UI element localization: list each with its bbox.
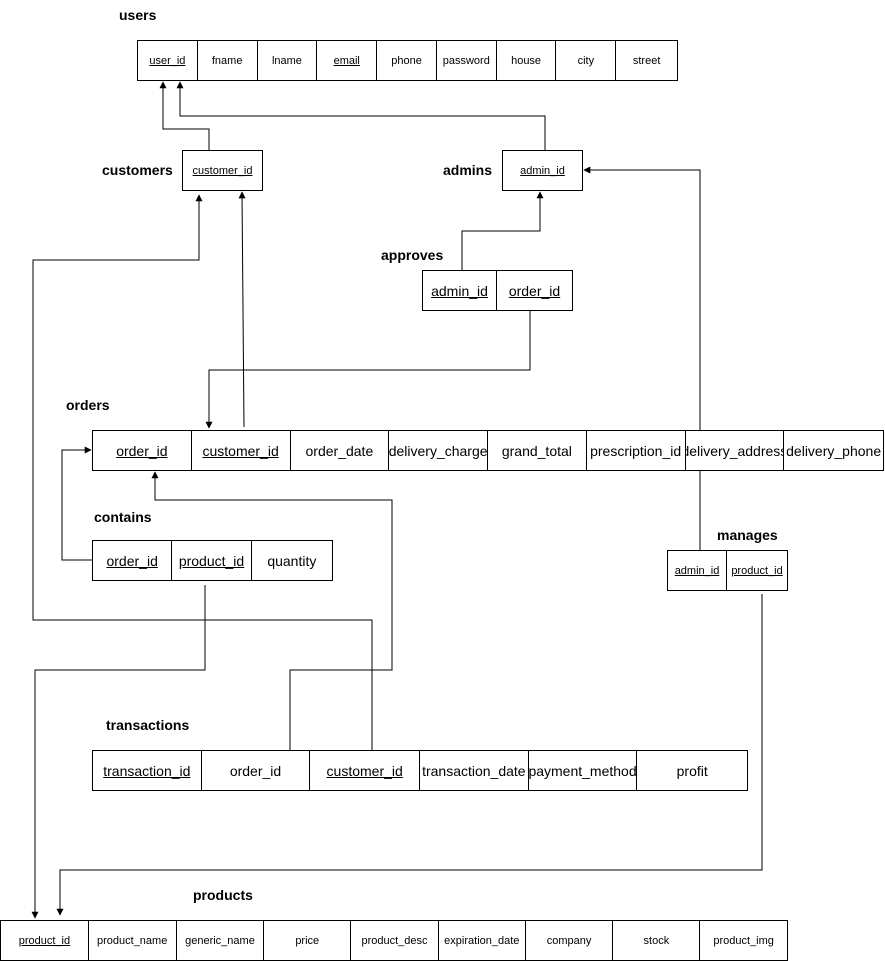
- connector-approves-to-admins: [461, 191, 544, 270]
- manages-column-product-id: product_id: [731, 564, 783, 577]
- users-column-fname: fname: [198, 41, 258, 80]
- connector-transactions-to-customers: [32, 194, 373, 750]
- transactions-column-customer-id: customer_id: [310, 751, 421, 790]
- connector-manages-to-products: [56, 594, 763, 916]
- approves-column-admin-id: admin_id: [423, 271, 498, 310]
- connector-transactions-to-orders: [151, 471, 393, 750]
- users-column-phone: phone: [377, 41, 437, 80]
- products-column-product-img: product_img: [713, 934, 774, 947]
- orders-column-delivery-phone: delivery_phone: [786, 442, 882, 459]
- orders-column-delivery-charge: delivery_charge: [389, 431, 488, 470]
- connector-contains-to-products: [31, 585, 206, 919]
- entity-approves: admin_id order_id: [422, 270, 573, 311]
- admins-column-admin-id: admin_id: [520, 164, 565, 177]
- entity-admins: admin_id: [502, 150, 583, 191]
- orders-column-prescription-id: prescription_id: [587, 431, 686, 470]
- products-column-expiration-date: expiration_date: [439, 921, 526, 960]
- entity-title-manages: manages: [717, 527, 778, 543]
- orders-column-delivery-address: delivery_address: [686, 431, 785, 470]
- orders-column-customer-id: customer_id: [192, 431, 291, 470]
- orders-column-grand-total: grand_total: [488, 431, 587, 470]
- connector-contains-to-orders: [61, 446, 93, 561]
- entity-title-transactions: transactions: [106, 717, 190, 733]
- contains-column-product-id: product_id: [172, 541, 252, 580]
- connector-manages-to-admins: [583, 166, 701, 550]
- entity-title-admins: admins: [443, 162, 493, 178]
- entity-title-contains: contains: [94, 509, 152, 525]
- users-column-password: password: [437, 41, 497, 80]
- connector-approves-to-orders: [205, 310, 531, 429]
- entity-title-products: products: [193, 887, 253, 903]
- contains-column-order-id: order_id: [93, 541, 173, 580]
- transactions-column-payment-method: payment_method: [529, 751, 638, 790]
- approves-column-order-id: order_id: [508, 282, 561, 299]
- users-column-lname: lname: [258, 41, 318, 80]
- transactions-column-order-id: order_id: [202, 751, 311, 790]
- products-column-company: company: [526, 921, 614, 960]
- orders-column-order-date: order_date: [291, 431, 390, 470]
- products-column-product-name: product_name: [89, 921, 177, 960]
- users-column-street: street: [632, 54, 661, 67]
- entity-title-approves: approves: [381, 247, 444, 263]
- products-column-generic-name: generic_name: [177, 921, 265, 960]
- transactions-column-transaction-date: transaction_date: [420, 751, 529, 790]
- entity-title-orders: orders: [66, 397, 110, 413]
- users-column-city: city: [556, 41, 617, 80]
- contains-column-quantity: quantity: [267, 552, 317, 569]
- products-column-price: price: [264, 921, 352, 960]
- entity-customers: customer_id: [182, 150, 263, 191]
- entity-title-users: users: [119, 7, 157, 23]
- manages-column-admin-id: admin_id: [668, 551, 728, 590]
- users-column-user-id: user_id: [138, 41, 198, 80]
- connector-admins-to-users: [176, 81, 546, 150]
- transactions-column-transaction-id: transaction_id: [93, 751, 202, 790]
- products-column-product-id: product_id: [1, 921, 89, 960]
- products-column-stock: stock: [613, 921, 701, 960]
- entity-title-customers: customers: [102, 162, 173, 178]
- transactions-column-profit: profit: [676, 762, 708, 779]
- users-column-house: house: [497, 41, 557, 80]
- products-column-product-desc: product_desc: [351, 921, 439, 960]
- connector-customers-to-users: [159, 81, 210, 150]
- orders-column-order-id: order_id: [93, 431, 192, 470]
- connector-orders-to-customers: [238, 191, 246, 428]
- users-column-email: email: [317, 41, 378, 80]
- customers-column-customer-id: customer_id: [192, 164, 253, 177]
